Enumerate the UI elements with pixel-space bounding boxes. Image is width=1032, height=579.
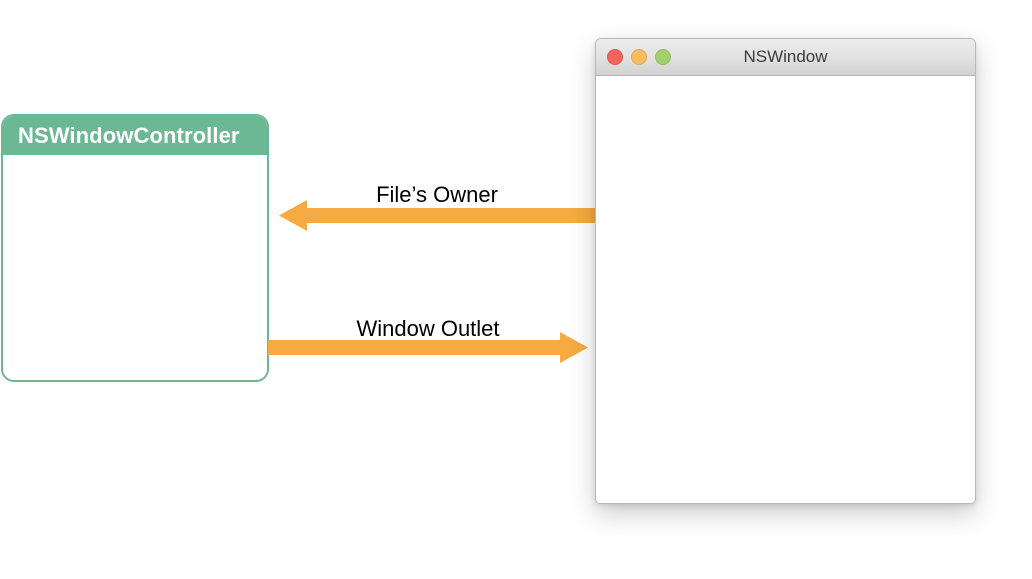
nswindowcontroller-body: [3, 155, 267, 380]
traffic-lights: [607, 49, 671, 65]
arrow-window-outlet-label: Window Outlet: [356, 316, 500, 341]
nswindow: NSWindow: [595, 38, 976, 504]
nswindowcontroller-title: NSWindowController: [18, 122, 240, 148]
nswindow-content-area: [596, 76, 975, 503]
arrow-window-outlet-shape: [268, 332, 588, 363]
arrow-file-owner-shape: [279, 200, 597, 231]
zoom-button-icon[interactable]: [655, 49, 671, 65]
arrow-file-owner-label: File’s Owner: [376, 182, 498, 207]
arrow-file-owner: [279, 200, 597, 231]
minimize-button-icon[interactable]: [631, 49, 647, 65]
close-button-icon[interactable]: [607, 49, 623, 65]
nswindowcontroller-header: NSWindowController: [3, 116, 267, 155]
nswindow-titlebar[interactable]: NSWindow: [596, 39, 975, 76]
arrow-window-outlet: [268, 332, 588, 363]
nswindowcontroller-box: NSWindowController: [1, 114, 269, 382]
